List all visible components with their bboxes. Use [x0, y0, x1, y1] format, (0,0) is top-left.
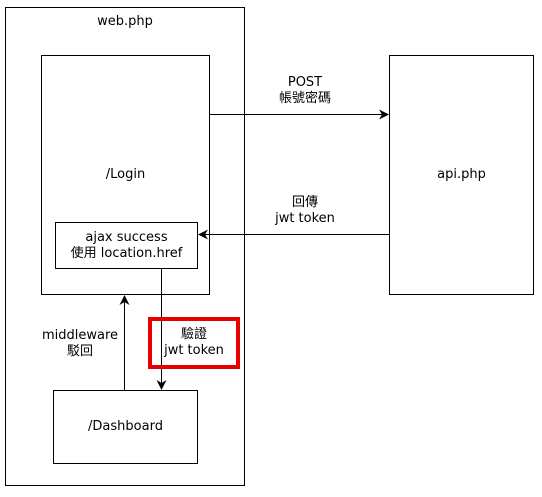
post-arrow-label: POST 帳號密碼 [255, 75, 355, 107]
verify-label-line1: 驗證 [180, 327, 207, 342]
verify-label: 驗證 jwt token [150, 327, 238, 359]
reply-label-line1: 回傳 [291, 195, 318, 210]
api-php-box [389, 55, 534, 295]
api-php-label: api.php [437, 167, 486, 182]
dashboard-box [53, 390, 198, 464]
ajax-success-line2: 使用 location.href [70, 246, 183, 261]
reply-arrow-label: 回傳 jwt token [255, 195, 355, 227]
verify-label-line2: jwt token [164, 343, 224, 358]
verify-highlight-box [148, 317, 240, 369]
ajax-success-line1: ajax success [85, 230, 168, 245]
web-php-label: web.php [97, 14, 153, 29]
post-label-line1: POST [287, 75, 323, 90]
post-label-line2: 帳號密碼 [278, 91, 331, 106]
ajax-success-label: ajax success 使用 location.href [55, 230, 198, 262]
middleware-label: middleware 駁回 [38, 328, 122, 360]
dashboard-label: /Dashboard [88, 419, 163, 434]
login-label: /Login [105, 167, 146, 182]
middleware-label-line2: 駁回 [66, 344, 93, 359]
reply-label-line2: jwt token [275, 211, 335, 226]
ajax-success-box [55, 222, 198, 269]
middleware-label-line1: middleware [41, 328, 119, 343]
